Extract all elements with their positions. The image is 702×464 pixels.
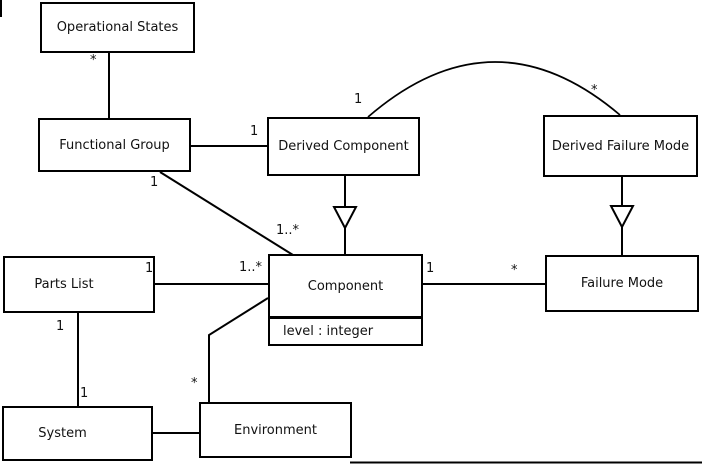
class-name-label: Functional Group xyxy=(59,137,170,153)
class-name-label: Component xyxy=(307,278,384,294)
class-environment: Environment xyxy=(199,402,352,458)
multiplicity-component-end-pl: 1..* xyxy=(239,260,263,275)
multiplicity-component-end-fm: 1 xyxy=(426,261,435,276)
multiplicity-arc-derivedfailuremode-end: * xyxy=(591,83,598,98)
class-name-label: Operational States xyxy=(56,20,179,35)
multiplicity-environment-end: * xyxy=(191,376,198,391)
class-name-label: Environment xyxy=(233,422,317,438)
class-name-label: Failure Mode xyxy=(580,276,664,291)
class-parts-list: Parts List xyxy=(3,256,155,313)
connector-component-environment xyxy=(208,297,269,403)
class-name-label: Derived Failure Mode xyxy=(551,138,690,154)
multiplicity-arc-derivedcomponent-end: 1 xyxy=(354,92,363,107)
class-name-label: Parts List xyxy=(34,277,94,292)
multiplicity-functionalgroup-end: 1 xyxy=(150,175,159,190)
generalization-derivedfailuremode-triangle-icon xyxy=(609,205,635,230)
multiplicity-component-end-fg: 1..* xyxy=(276,223,300,238)
connector-derivedcomponent-derivedfailuremode-arc xyxy=(367,61,621,118)
connector-functionalgroup-component xyxy=(159,171,294,256)
class-attribute-label: level : integer xyxy=(283,324,374,339)
multiplicity-partslist-system-top: 1 xyxy=(56,319,65,334)
multiplicity-partslist-system-bottom: 1 xyxy=(80,386,89,401)
class-attribute-compartment: level : integer xyxy=(270,319,421,344)
class-failure-mode: Failure Mode xyxy=(545,255,699,312)
multiplicity-derivedcomponent-end: 1 xyxy=(250,124,259,139)
class-system: System xyxy=(2,406,153,461)
class-functional-group: Functional Group xyxy=(38,118,191,172)
multiplicity-partslist-end: 1 xyxy=(145,261,154,276)
class-derived-failure-mode: Derived Failure Mode xyxy=(543,115,698,177)
class-name-compartment: Component xyxy=(270,256,421,319)
class-component: Component level : integer xyxy=(268,254,423,346)
multiplicity-operationalstates: * xyxy=(90,53,97,68)
generalization-derivedcomponent-triangle-icon xyxy=(332,206,358,231)
class-name-label: Derived Component xyxy=(278,139,409,154)
multiplicity-failuremode-end: * xyxy=(511,263,518,278)
class-name-label: System xyxy=(38,426,87,441)
class-derived-component: Derived Component xyxy=(267,117,420,176)
class-operational-states: Operational States xyxy=(40,2,195,53)
